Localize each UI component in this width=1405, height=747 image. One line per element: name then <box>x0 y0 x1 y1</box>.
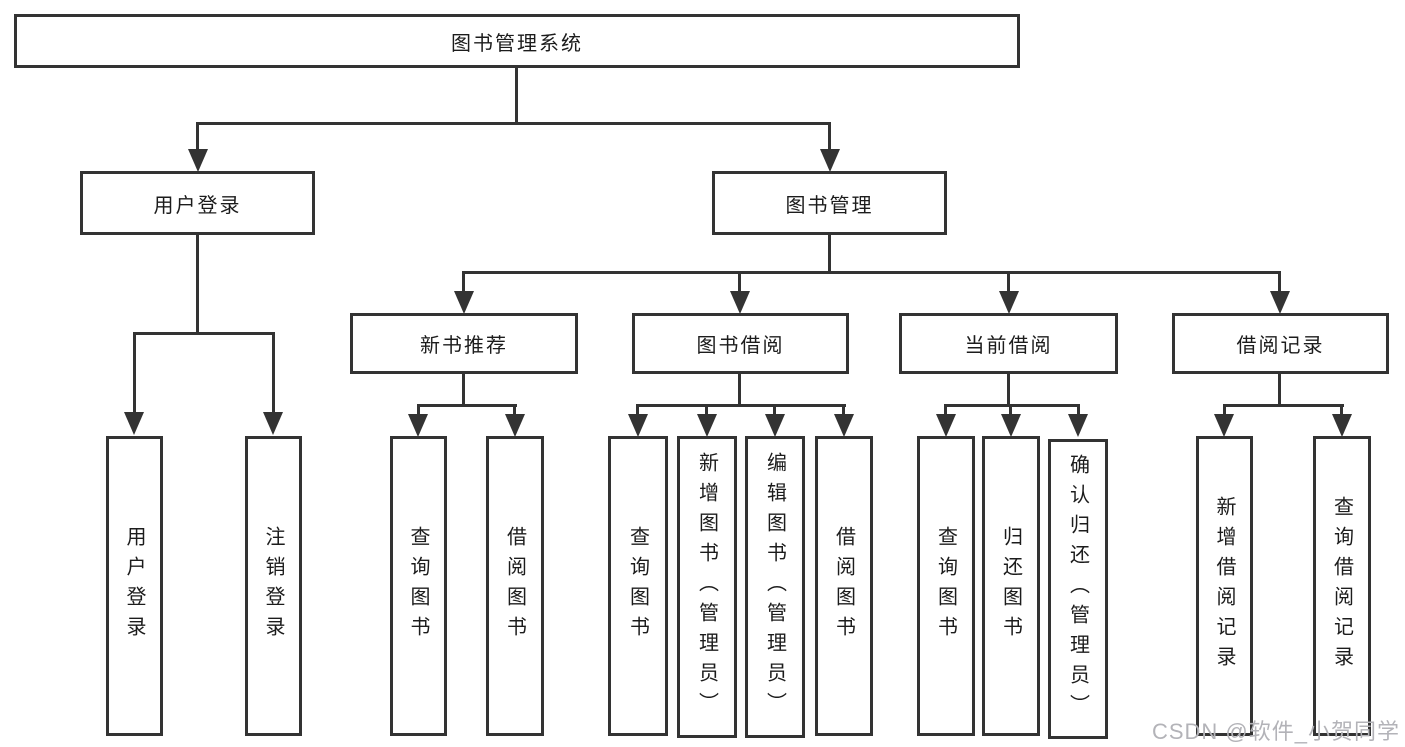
leaf-user-login: 用户登录 <box>106 436 163 736</box>
connector-line <box>272 332 275 412</box>
arrow-head <box>1001 414 1021 437</box>
connector-root-stem <box>515 68 518 124</box>
arrow-head <box>1270 291 1290 314</box>
leaf-br-add-record: 新增借阅记录 <box>1196 436 1253 736</box>
connector-line <box>1278 374 1281 406</box>
connector-line <box>1223 404 1344 407</box>
connector-line <box>828 122 831 152</box>
leaf-bb-edit-books-admin: 编辑图书（管理员） <box>745 436 805 738</box>
connector-line <box>417 404 420 416</box>
connector-line <box>636 404 846 407</box>
connector-line <box>462 271 465 295</box>
arrow-head <box>820 149 840 172</box>
connector-line <box>1077 404 1080 416</box>
connector-line <box>1009 404 1012 416</box>
connector-line <box>133 332 136 412</box>
connector-line <box>196 235 199 335</box>
leaf-logout: 注销登录 <box>245 436 302 736</box>
connector-line <box>773 404 776 416</box>
arrow-head <box>765 414 785 437</box>
leaf-bb-query-books: 查询图书 <box>608 436 668 736</box>
connector-line <box>828 235 831 273</box>
node-new-book-recommend: 新书推荐 <box>350 313 578 374</box>
node-book-management: 图书管理 <box>712 171 947 235</box>
arrow-head <box>454 291 474 314</box>
connector-line <box>1223 404 1226 416</box>
arrow-head <box>936 414 956 437</box>
arrow-head <box>999 291 1019 314</box>
connector-line <box>196 122 199 152</box>
arrow-head <box>1068 414 1088 437</box>
leaf-rec-borrow-books: 借阅图书 <box>486 436 544 736</box>
connector-line <box>842 404 845 416</box>
arrow-head <box>834 414 854 437</box>
leaf-cb-return-books: 归还图书 <box>982 436 1040 736</box>
leaf-cb-confirm-return-admin: 确认归还（管理员） <box>1048 439 1108 739</box>
connector-line <box>133 332 275 335</box>
arrow-head <box>124 412 144 435</box>
node-root: 图书管理系统 <box>14 14 1020 68</box>
arrow-head <box>505 414 525 437</box>
connector-line <box>1278 271 1281 295</box>
connector-line <box>417 404 517 407</box>
node-user-login: 用户登录 <box>80 171 315 235</box>
connector-line <box>513 404 516 416</box>
leaf-cb-query-books: 查询图书 <box>917 436 975 736</box>
arrow-head <box>188 149 208 172</box>
arrow-head <box>1332 414 1352 437</box>
arrow-head <box>730 291 750 314</box>
connector-level2-hline <box>196 122 831 125</box>
connector-line <box>738 374 741 406</box>
connector-line <box>944 404 1080 407</box>
connector-line <box>738 271 741 295</box>
arrow-head <box>263 412 283 435</box>
node-book-borrowing: 图书借阅 <box>632 313 849 374</box>
arrow-head <box>1214 414 1234 437</box>
connector-line <box>1340 404 1343 416</box>
connector-line <box>636 404 639 416</box>
connector-line <box>944 404 947 416</box>
node-borrow-records: 借阅记录 <box>1172 313 1389 374</box>
connector-line <box>1007 374 1010 406</box>
leaf-bb-add-books-admin: 新增图书（管理员） <box>677 436 737 738</box>
node-current-borrowing: 当前借阅 <box>899 313 1118 374</box>
connector-line <box>462 374 465 406</box>
arrow-head <box>408 414 428 437</box>
connector-line <box>705 404 708 416</box>
connector-level3-hline <box>462 271 1281 274</box>
arrow-head <box>628 414 648 437</box>
watermark: CSDN @软件_小贺同学 <box>1151 719 1400 744</box>
arrow-head <box>697 414 717 437</box>
connector-line <box>1007 271 1010 295</box>
leaf-bb-borrow-books: 借阅图书 <box>815 436 873 736</box>
leaf-rec-query-books: 查询图书 <box>390 436 447 736</box>
leaf-br-query-record: 查询借阅记录 <box>1313 436 1371 736</box>
